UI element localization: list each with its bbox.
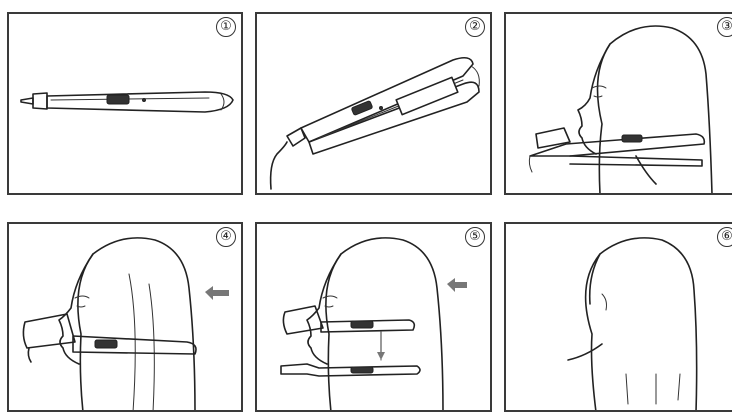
step-number: ① [216,17,236,37]
step-number: ② [465,17,485,37]
step-5-panel: ⑤ [255,222,492,412]
step-number: ⑤ [465,227,485,247]
glide-iron-icon [9,224,243,412]
step-3-panel: ③ [504,12,732,195]
step-6-panel: ⑥ [504,222,732,412]
step-number: ④ [216,227,236,247]
step-number: ③ [717,17,732,37]
step-4-panel: ④ [7,222,243,412]
flat-iron-open-icon [257,14,492,195]
step-2-panel: ② [255,12,492,195]
clamp-hair-icon [506,14,732,195]
step-1-panel: ① [7,12,243,195]
slide-down-icon [257,224,492,412]
arrow-left-icon [447,278,467,292]
flat-iron-icon [9,14,243,195]
straight-hair-icon [506,224,732,412]
step-number: ⑥ [717,227,732,247]
arrow-left-icon [205,286,229,300]
